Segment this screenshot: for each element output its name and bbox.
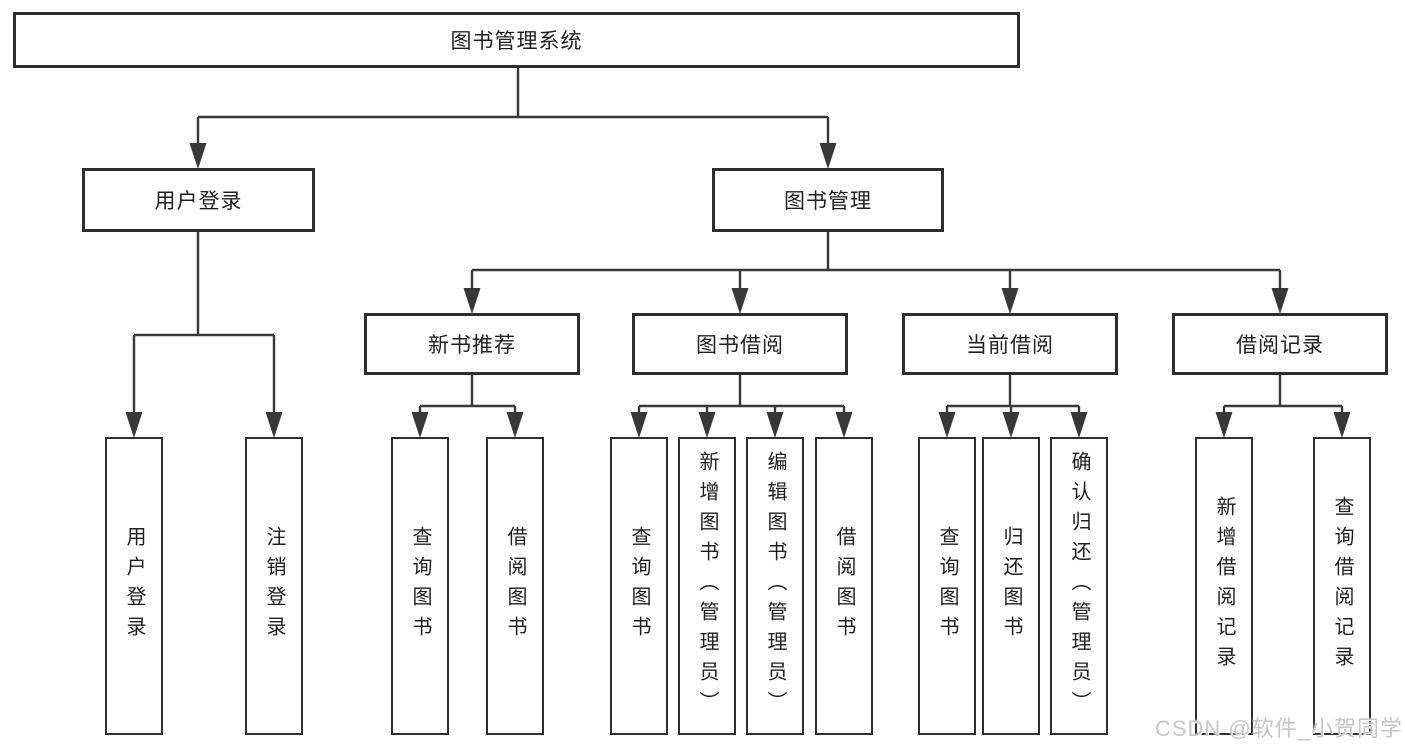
leaf-query-books-recommend-label: 查询图书 [409,526,431,646]
connector-bookmgmt-to-level3 [463,231,1289,314]
csdn-watermark: CSDN @软件_小贺同学 [1154,716,1403,741]
leaf-return-books-label: 归还图书 [1000,526,1022,646]
leaf-query-borrow-record-label: 查询借阅记录 [1331,496,1353,676]
leaf-query-books-borrow-label: 查询图书 [628,526,650,646]
node-current-borrow: 当前借阅 [902,313,1118,375]
node-borrow-records: 借阅记录 [1172,313,1388,375]
node-new-book-recommend: 新书推荐 [364,313,580,375]
connector-borrowrecord-to-leaves [1215,375,1351,438]
leaf-query-borrow-record: 查询借阅记录 [1313,437,1371,735]
leaf-add-books-admin: 新增图书（管理员） [678,437,736,735]
node-root-system: 图书管理系统 [13,12,1020,68]
leaf-borrow-books-recommend-label: 借阅图书 [504,526,526,646]
node-current-borrow-label: 当前借阅 [966,334,1054,357]
node-borrow-records-label: 借阅记录 [1236,334,1324,357]
leaf-return-books: 归还图书 [982,437,1040,735]
connector-newbook-to-leaves [411,375,524,438]
leaf-borrow-books-recommend: 借阅图书 [486,437,544,735]
leaf-confirm-return-admin-label: 确认归还（管理员） [1068,451,1090,721]
connector-bookborrow-to-leaves [630,375,853,438]
leaf-confirm-return-admin: 确认归还（管理员） [1050,437,1108,735]
node-book-management-label: 图书管理 [784,190,872,213]
leaf-add-books-admin-label: 新增图书（管理员） [696,451,718,721]
leaf-add-borrow-record-label: 新增借阅记录 [1213,496,1235,676]
leaf-logout-label: 注销登录 [263,526,285,646]
leaf-add-borrow-record: 新增借阅记录 [1195,437,1253,735]
node-root-label: 图书管理系统 [450,30,583,53]
leaf-query-books-recommend: 查询图书 [391,437,449,735]
leaf-borrow-books-label: 借阅图书 [833,526,855,646]
leaf-query-books-borrow: 查询图书 [610,437,668,735]
node-new-book-recommend-label: 新书推荐 [428,334,516,357]
leaf-user-login-label: 用户登录 [123,526,145,646]
node-book-borrow: 图书借阅 [632,313,848,375]
connector-currentborrow-to-leaves [938,375,1088,438]
leaf-edit-books-admin-label: 编辑图书（管理员） [764,451,786,721]
connector-root-to-level2 [189,68,837,169]
leaf-borrow-books: 借阅图书 [815,437,873,735]
node-book-borrow-label: 图书借阅 [696,334,784,357]
node-book-management: 图书管理 [712,168,944,232]
node-user-login: 用户登录 [82,168,315,232]
leaf-logout: 注销登录 [245,437,303,735]
leaf-query-books-current: 查询图书 [918,437,976,735]
leaf-user-login: 用户登录 [105,437,163,735]
node-user-login-label: 用户登录 [154,190,243,213]
connector-userlogin-to-leaves [125,232,283,438]
leaf-query-books-current-label: 查询图书 [936,526,958,646]
leaf-edit-books-admin: 编辑图书（管理员） [746,437,804,735]
